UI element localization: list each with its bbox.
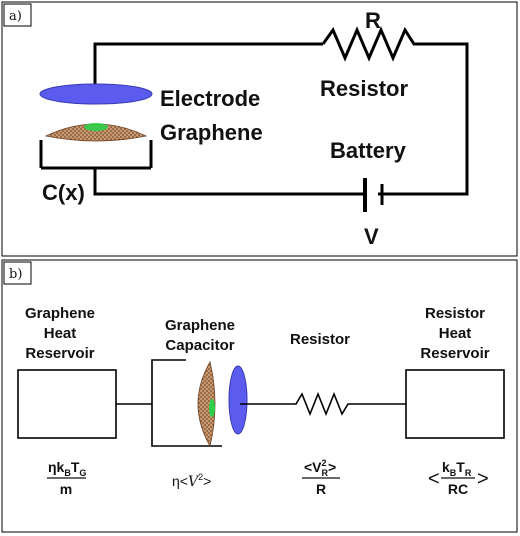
wire-bottom — [93, 168, 365, 196]
label-resistor-reservoir-2: Heat — [439, 325, 472, 342]
label-resistor-reservoir-3: Reservoir — [420, 345, 489, 362]
label-graphene-capacitor-2: Capacitor — [165, 337, 234, 354]
resistor-zigzag-b — [240, 391, 406, 417]
resistor-heat-reservoir-box — [405, 369, 505, 439]
electrode-disk-b — [228, 365, 248, 435]
label-electrode: Electrode — [160, 86, 260, 111]
panel-a-tag: a) — [9, 9, 22, 24]
label-graphene-capacitor-1: Graphene — [165, 317, 235, 334]
electrode-disk — [39, 83, 153, 105]
wire-top-left — [93, 42, 323, 88]
label-v: V — [364, 224, 379, 249]
graphene-sheet-a — [44, 123, 148, 142]
label-resistor-reservoir-1: Resistor — [425, 305, 485, 322]
svg-text:ηkBTG: ηkBTG — [48, 459, 86, 478]
label-cx: C(x) — [42, 180, 85, 205]
svg-text:kBTR: kBTR — [442, 459, 472, 478]
svg-text:RC: RC — [448, 481, 468, 497]
wire-right — [385, 42, 469, 196]
svg-text:m: m — [60, 481, 72, 497]
formula-resistor-reservoir: < kBTR RC > — [428, 459, 489, 497]
label-graphene-a: Graphene — [160, 120, 263, 145]
svg-text:η<V2>: η<V2> — [172, 472, 211, 490]
label-graphene-reservoir-3: Reservoir — [25, 345, 94, 362]
label-graphene-reservoir-2: Heat — [44, 325, 77, 342]
formula-capacitor: η<V2> — [172, 472, 211, 490]
resistor-zigzag — [321, 26, 422, 62]
capacitor-bracket-b — [151, 359, 222, 447]
svg-text:<V2R>: <V2R> — [304, 458, 336, 478]
label-graphene-reservoir-1: Graphene — [25, 305, 95, 322]
label-resistor-a: Resistor — [320, 76, 408, 101]
graphene-sheet-b — [197, 360, 216, 448]
graphene-heat-reservoir-box — [17, 369, 117, 439]
formula-graphene-reservoir: ηkBTG m — [47, 459, 86, 497]
svg-text:R: R — [316, 481, 326, 497]
svg-text:>: > — [477, 468, 489, 490]
panel-a-tag-box — [3, 3, 32, 27]
label-battery: Battery — [330, 138, 407, 163]
label-r: R — [365, 8, 381, 33]
panel-b-tag-box — [3, 261, 32, 285]
label-resistor-b: Resistor — [290, 331, 350, 348]
capacitor-bracket — [39, 140, 153, 170]
svg-text:<: < — [428, 468, 440, 490]
graphene-highlight-b — [209, 399, 215, 417]
panel-b-tag: b) — [9, 267, 22, 282]
graphene-highlight-a — [84, 123, 108, 131]
